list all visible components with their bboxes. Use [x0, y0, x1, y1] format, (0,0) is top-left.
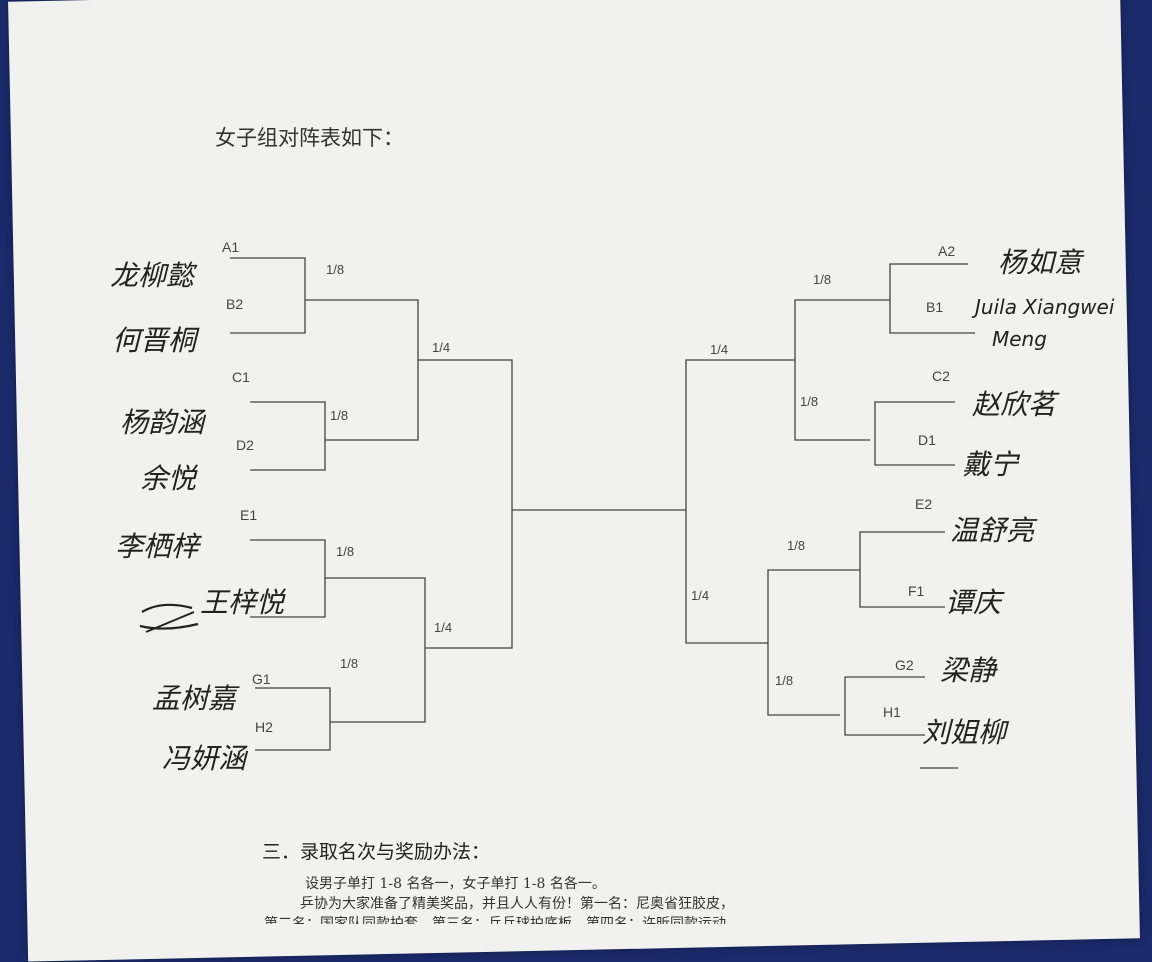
slot-a1: A1 [222, 239, 239, 255]
round-eighth-label: 1/8 [330, 408, 348, 423]
player-c2: 赵欣茗 [972, 388, 1060, 421]
player-a2: 杨如意 [998, 246, 1085, 279]
player-e2: 温舒亮 [950, 514, 1038, 547]
slot-a2: A2 [938, 243, 955, 259]
slot-f1: F1 [908, 583, 925, 599]
slot-e2: E2 [915, 496, 932, 512]
section-heading: 三．录取名次与奖励办法： [262, 841, 490, 863]
slot-d2: D2 [236, 437, 254, 453]
section-line-3: 第二名：国家队同款拍套，第三名：乒乓球拍底板，第四名：许昕同款运动 [264, 915, 726, 924]
slot-b2: B2 [226, 296, 243, 312]
player-b1-line1: Juila Xiangwei [971, 295, 1115, 319]
player-g2: 梁静 [940, 654, 998, 687]
slot-c1: C1 [232, 369, 250, 385]
player-h1: 刘姐柳 [922, 716, 1010, 749]
player-d1: 戴宁 [962, 448, 1021, 481]
slot-e1: E1 [240, 507, 257, 523]
round-quarter-label: 1/4 [434, 620, 452, 635]
round-quarter-label: 1/4 [691, 588, 709, 603]
tournament-bracket: 女子组对阵表如下： A1 B2 C1 D2 E1 G1 H2 A2 B1 C2 … [110, 126, 1115, 924]
right-bracket-lines [685, 263, 975, 769]
slot-h2: H2 [255, 719, 273, 735]
round-quarter-label: 1/4 [432, 340, 450, 355]
player-b1-line2: Meng [992, 327, 1047, 351]
round-eighth-label: 1/8 [336, 544, 354, 559]
slot-g2: G2 [895, 657, 914, 673]
round-quarter-label: 1/4 [710, 342, 728, 357]
section-line-2: 乒协为大家准备了精美奖品，并且人人有份！第一名：尼奥省狂胶皮， [300, 895, 734, 912]
round-eighth-label: 1/8 [787, 538, 805, 553]
player-g1: 孟树嘉 [152, 682, 240, 715]
player-d2: 余悦 [140, 462, 199, 495]
player-f1: 谭庆 [945, 586, 1005, 619]
round-eighth-label: 1/8 [340, 656, 358, 671]
section-line-1: 设男子单打 1-8 名各一，女子单打 1-8 名各一。 [305, 875, 606, 892]
slot-b1: B1 [926, 299, 943, 315]
player-e1: 李栖梓 [115, 530, 202, 563]
slot-d1: D1 [918, 432, 936, 448]
player-b2: 何晋桐 [112, 324, 200, 357]
player-f2: 王梓悦 [200, 586, 287, 619]
player-a1: 龙柳懿 [110, 259, 198, 292]
slot-h1: H1 [883, 704, 901, 720]
round-eighth-label: 1/8 [800, 394, 818, 409]
round-eighth-label: 1/8 [326, 262, 344, 277]
player-c1: 杨韵涵 [120, 406, 207, 439]
crossed-out-name [139, 603, 199, 633]
player-h2: 冯妍涵 [162, 742, 249, 775]
round-eighth-label: 1/8 [813, 272, 831, 287]
slot-g1: G1 [252, 671, 271, 687]
page-title: 女子组对阵表如下： [215, 126, 404, 150]
slot-c2: C2 [932, 368, 950, 384]
left-bracket-lines [230, 257, 686, 751]
round-eighth-label: 1/8 [775, 673, 793, 688]
